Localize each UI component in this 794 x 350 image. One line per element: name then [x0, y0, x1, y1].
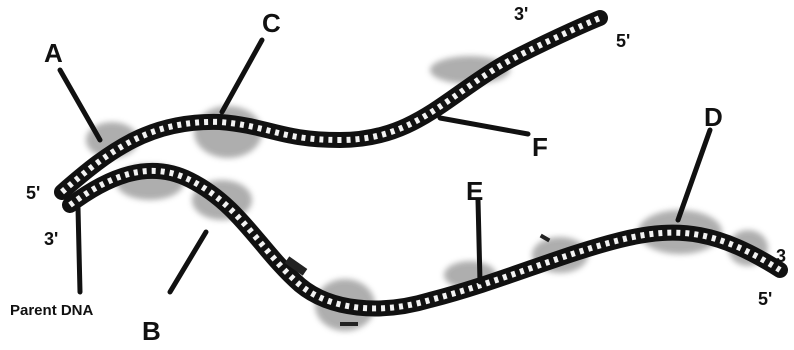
label-c: C	[262, 8, 281, 38]
enzyme-blobs	[86, 56, 768, 331]
label-f: F	[532, 132, 548, 162]
end-bottom-right-5: 5'	[758, 289, 772, 309]
leader-e	[478, 200, 480, 282]
leader-d	[678, 130, 710, 220]
label-d: D	[704, 102, 723, 132]
end-left-5: 5'	[26, 183, 40, 203]
label-e: E	[466, 176, 483, 206]
end-bottom-right-3: 3	[776, 246, 786, 266]
leader-b	[170, 232, 206, 292]
leader-parent	[78, 208, 80, 292]
fragment-2	[340, 322, 358, 326]
end-top-right-3: 3'	[514, 4, 528, 24]
leader-c	[222, 40, 262, 112]
end-left-3: 3'	[44, 229, 58, 249]
leader-f	[440, 118, 528, 134]
parent-dna-caption: Parent DNA	[10, 302, 94, 319]
label-a: A	[44, 38, 63, 68]
label-b: B	[142, 316, 161, 346]
leader-a	[60, 70, 100, 140]
end-top-right-5: 5'	[616, 31, 630, 51]
